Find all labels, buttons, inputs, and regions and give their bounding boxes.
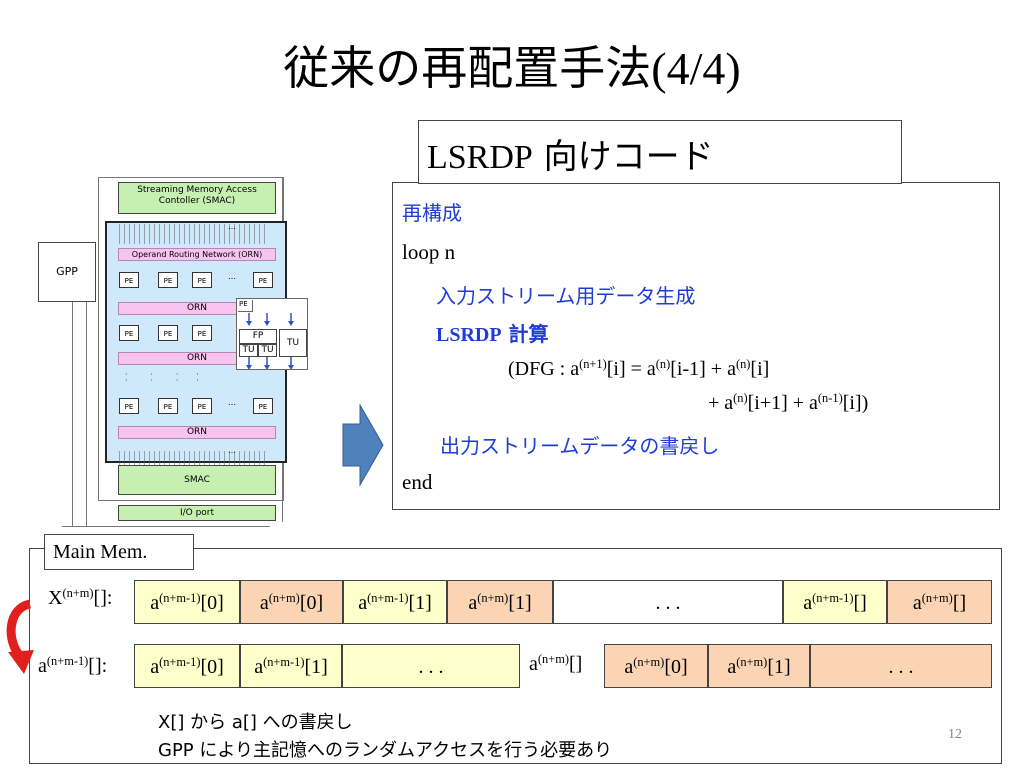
pe-cell: PE bbox=[158, 398, 178, 414]
tu-box-small-2: TU bbox=[258, 344, 277, 357]
memory-cell: a(n+m-1)[] bbox=[783, 580, 887, 624]
bottom-ellipsis: … bbox=[228, 446, 236, 455]
memory-note-1: X[] から a[] への書戻し bbox=[158, 712, 353, 733]
tu-box-small-1: TU bbox=[239, 344, 258, 357]
smac-top-box: Streaming Memory Access Contoller (SMAC) bbox=[118, 182, 276, 214]
code-line-writeback: 出力ストリームデータの書戻し bbox=[440, 434, 720, 458]
calc-latin: LSRDP bbox=[436, 324, 502, 346]
code-line-reconfig: 再構成 bbox=[402, 201, 462, 225]
header-latin: LSRDP bbox=[427, 139, 533, 176]
slide-title: 従来の再配置手法(4/4) bbox=[0, 32, 1024, 98]
gpp-box: GPP bbox=[38, 242, 96, 302]
code-line-dfg1: (DFG : a(n+1)[i] = a(n)[i-1] + a(n)[i] bbox=[508, 357, 770, 380]
orn-row3: ORN bbox=[118, 426, 276, 439]
fp-label: FP bbox=[252, 331, 264, 341]
memory-cell: a(n+m)[0] bbox=[604, 644, 708, 688]
title-text: 従来の再配置手法 bbox=[283, 41, 652, 95]
memory-note-2: GPP により主記憶へのランダムアクセスを行う必要あり bbox=[158, 740, 613, 761]
memory-cell-dots: . . . bbox=[553, 580, 783, 624]
main-memory-label: Main Mem. bbox=[44, 534, 194, 570]
header-jp: 向けコード bbox=[532, 137, 714, 177]
code-line-loop: loop n bbox=[402, 240, 456, 264]
memory-cell: a(n+m)[1] bbox=[447, 580, 553, 624]
memory-cell: a(n+m)[1] bbox=[708, 644, 810, 688]
memory-cell-dots: . . . bbox=[810, 644, 992, 688]
memory-cell: a(n+m)[] bbox=[887, 580, 992, 624]
dfg2-prefix: + a bbox=[708, 392, 734, 414]
pe-cell: PE bbox=[253, 272, 273, 288]
dfg1-prefix: (DFG : a bbox=[508, 358, 580, 380]
row1-ellipsis: … bbox=[228, 272, 236, 281]
tu-box-large: TU bbox=[279, 329, 307, 357]
memory-cell: a(n+m-1)[1] bbox=[240, 644, 342, 688]
io-port-label: I/O port bbox=[179, 508, 215, 518]
pe-cell: PE bbox=[192, 398, 212, 414]
row2-label: a(n+m-1)[]: bbox=[38, 654, 108, 677]
orn-main-label: Operand Routing Network (ORN) bbox=[131, 250, 263, 259]
pe-cell: PE bbox=[158, 325, 178, 341]
row1-label: X(n+m)[]: bbox=[48, 586, 113, 609]
orn-main: Operand Routing Network (ORN) bbox=[118, 248, 276, 261]
memory-cell-dots: . . . bbox=[342, 644, 520, 688]
pe-cell: PE bbox=[253, 398, 273, 414]
title-suffix: (4/4) bbox=[651, 43, 741, 94]
memory-cell: a(n+m-1)[0] bbox=[134, 580, 240, 624]
smac-bottom-box: SMAC bbox=[118, 465, 276, 495]
code-line-end: end bbox=[402, 470, 433, 494]
smac-bottom-label: SMAC bbox=[184, 475, 210, 485]
pe-cell: PE bbox=[119, 325, 139, 341]
code-box-header: LSRDP 向けコード bbox=[418, 120, 902, 184]
fp-box: FP bbox=[239, 329, 277, 344]
calc-jp: 計算 bbox=[501, 322, 549, 346]
io-port-box: I/O port bbox=[118, 505, 276, 521]
smac-top-label: Streaming Memory Access Contoller (SMAC) bbox=[137, 185, 257, 206]
row2b-label: a(n+m)[] bbox=[529, 652, 583, 675]
code-line-calc: LSRDP 計算 bbox=[436, 318, 549, 347]
code-line-input-gen: 入力ストリーム用データ生成 bbox=[436, 284, 696, 308]
gpp-label: GPP bbox=[56, 265, 78, 278]
memory-cell: a(n+m-1)[1] bbox=[343, 580, 447, 624]
memory-cell: a(n+m)[0] bbox=[240, 580, 343, 624]
code-line-dfg2: + a(n)[i+1] + a(n-1)[i]) bbox=[708, 391, 869, 414]
pe-cell: PE bbox=[119, 398, 139, 414]
pe-cell: PE bbox=[192, 272, 212, 288]
row3-ellipsis: … bbox=[228, 398, 236, 407]
pe-cell: PE bbox=[158, 272, 178, 288]
pe-cell: PE bbox=[192, 325, 212, 341]
pe-cell: PE bbox=[119, 272, 139, 288]
vertical-dots: · · · · · · · · bbox=[125, 370, 199, 385]
top-ellipsis: … bbox=[228, 222, 236, 231]
zoom-pe-label: PE bbox=[239, 300, 248, 308]
memory-cell: a(n+m-1)[0] bbox=[134, 644, 240, 688]
page-number: 12 bbox=[948, 727, 962, 742]
curved-arrow-icon bbox=[6, 599, 34, 674]
right-arrow-icon bbox=[342, 404, 384, 486]
pe-zoom-box: PE FP TU TU TU bbox=[236, 298, 308, 370]
